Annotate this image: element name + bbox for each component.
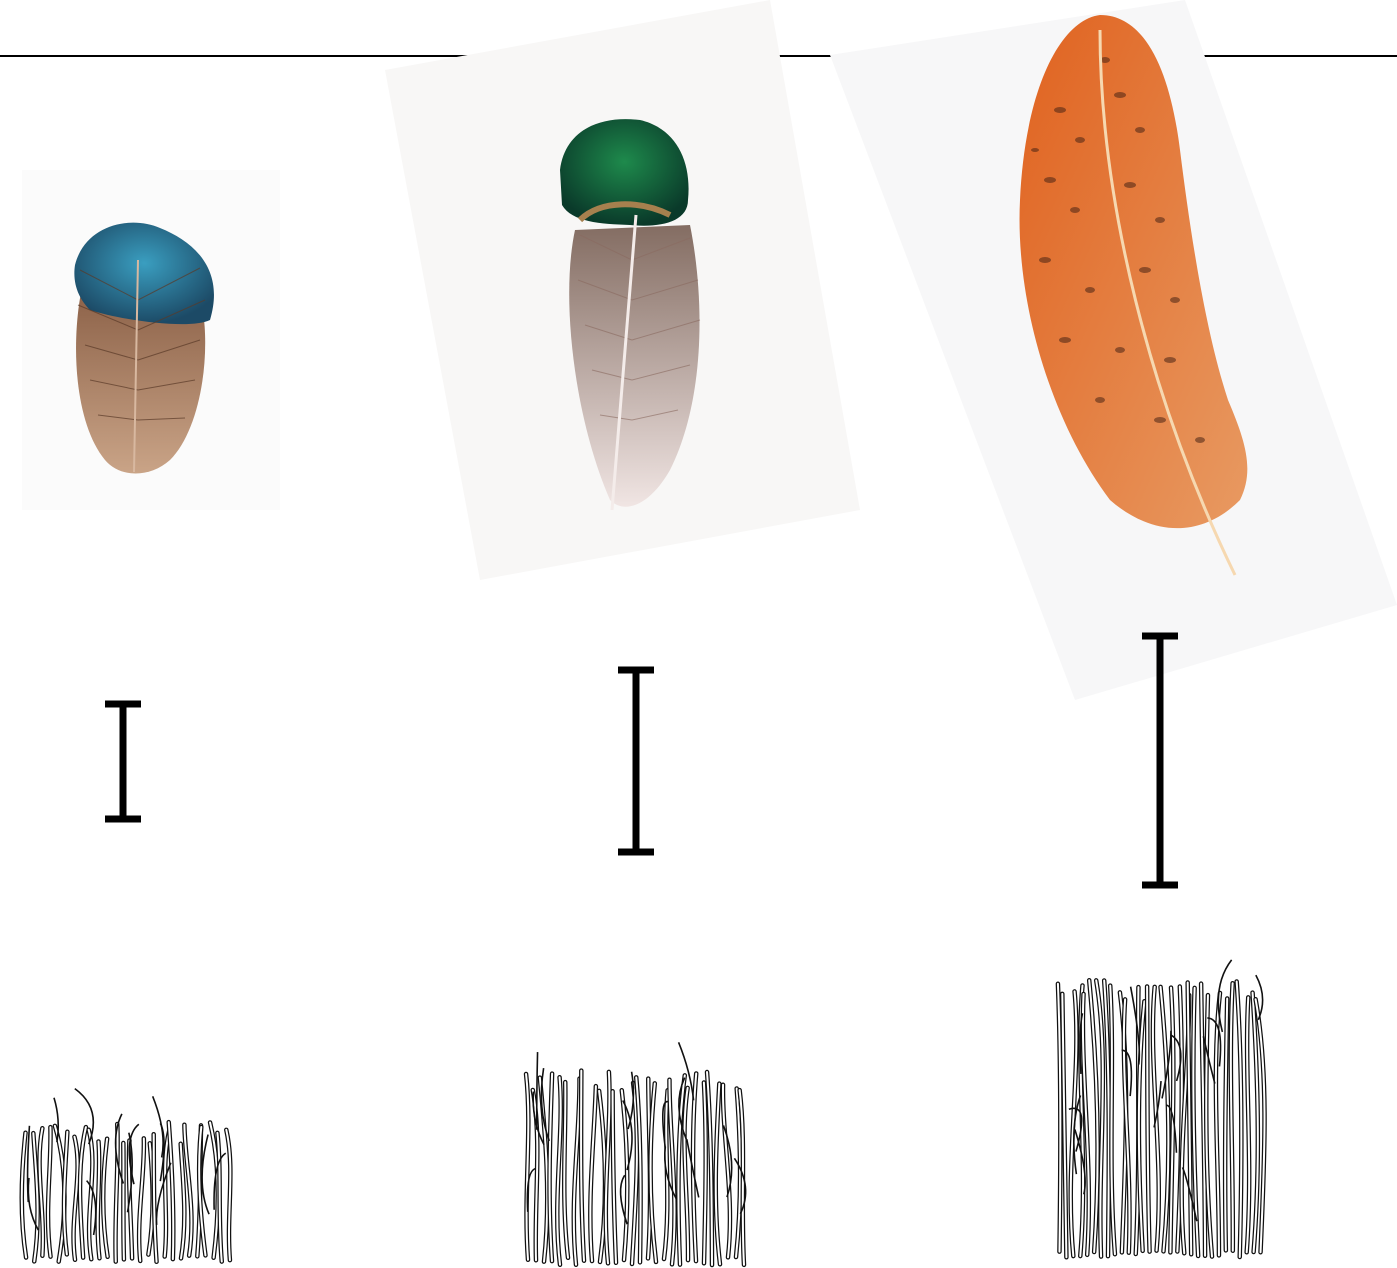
feather-1 bbox=[22, 170, 280, 510]
scale-bar-2 bbox=[618, 670, 654, 852]
feather-3 bbox=[830, 0, 1397, 700]
fiber-crossing bbox=[628, 1072, 633, 1129]
fiber-crossing bbox=[537, 1052, 538, 1130]
feather-2 bbox=[385, 0, 860, 580]
fiber-strand bbox=[123, 1143, 124, 1259]
fiber-bundle-2 bbox=[526, 1042, 746, 1265]
fiber-crossing bbox=[202, 1135, 209, 1215]
scale-bar-1 bbox=[105, 704, 141, 819]
fiber-bundle-3 bbox=[1058, 960, 1265, 1257]
fiber-bundle-1 bbox=[22, 1089, 231, 1262]
fiber-crossing bbox=[28, 1126, 30, 1202]
